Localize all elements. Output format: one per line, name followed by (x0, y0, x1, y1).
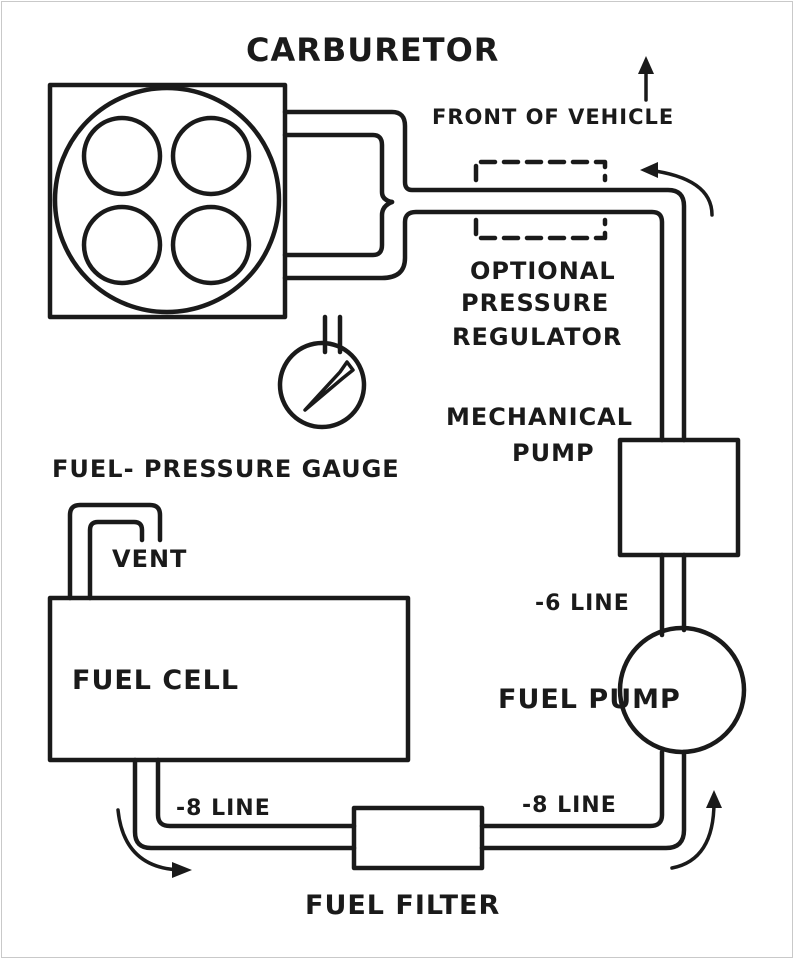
label-fuel-cell: FUEL CELL (72, 665, 239, 696)
six-line-hose (659, 552, 687, 638)
eight-line-hose-left (132, 757, 357, 851)
vent-tube (67, 502, 163, 601)
label-front-of-vehicle: FRONT OF VEHICLE (432, 105, 674, 129)
fuel-pressure-gauge (277, 314, 367, 430)
eight-line-hose-right (479, 749, 687, 851)
fuel-cell (47, 595, 411, 763)
label-fuel-filter: FUEL FILTER (305, 890, 500, 921)
flow-arrow-bottom-right (670, 790, 722, 870)
label-vent: VENT (112, 545, 187, 573)
label-pump: PUMP (512, 439, 595, 467)
label-eight-line-right: -8 LINE (522, 793, 617, 818)
label-regulator: REGULATOR (452, 323, 622, 351)
fuel-filter (351, 805, 485, 871)
carburetor-feed-lines (282, 109, 687, 443)
label-carburetor: CARBURETOR (246, 31, 499, 69)
flow-arrow-top-right (640, 162, 714, 217)
label-fuel-pressure-gauge: FUEL- PRESSURE GAUGE (52, 455, 400, 483)
flow-arrow-bottom-left (116, 808, 192, 878)
label-six-line: -6 LINE (535, 591, 630, 616)
optional-pressure-regulator (473, 159, 608, 241)
label-pressure: PRESSURE (461, 289, 609, 317)
label-mechanical: MECHANICAL (446, 403, 633, 431)
label-fuel-pump: FUEL PUMP (498, 684, 681, 715)
label-optional: OPTIONAL (470, 257, 616, 285)
carburetor (47, 82, 288, 320)
label-eight-line-left: -8 LINE (176, 796, 271, 821)
mechanical-pump (617, 437, 741, 558)
front-arrow (638, 56, 654, 102)
